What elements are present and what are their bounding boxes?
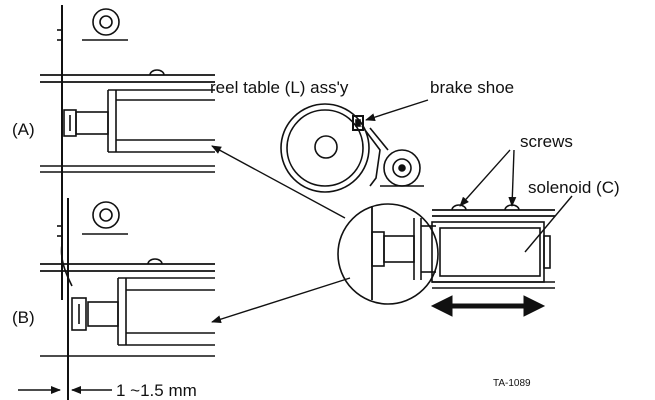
reel-table-label: reel table (L) ass'y: [210, 78, 349, 97]
solenoid-label: solenoid (C): [528, 178, 620, 197]
magnifier-detail: [337, 203, 439, 305]
movement-arrow: [430, 295, 546, 317]
callout-lines: [211, 145, 351, 324]
view-a-label: (A): [12, 120, 35, 139]
view-b-label: (B): [12, 308, 35, 327]
solenoid-main: [431, 204, 555, 289]
brake-shoe-label: brake shoe: [430, 78, 514, 97]
screws-label: screws: [520, 132, 573, 151]
gap-dimension-label: 1 ~1.5 mm: [116, 381, 197, 400]
detail-view-a: [40, 5, 215, 198]
detail-view-b: [40, 198, 215, 400]
reel-table-assembly: [280, 103, 424, 193]
label-leaders: [365, 99, 573, 253]
figure-code: TA-1089: [493, 378, 531, 389]
